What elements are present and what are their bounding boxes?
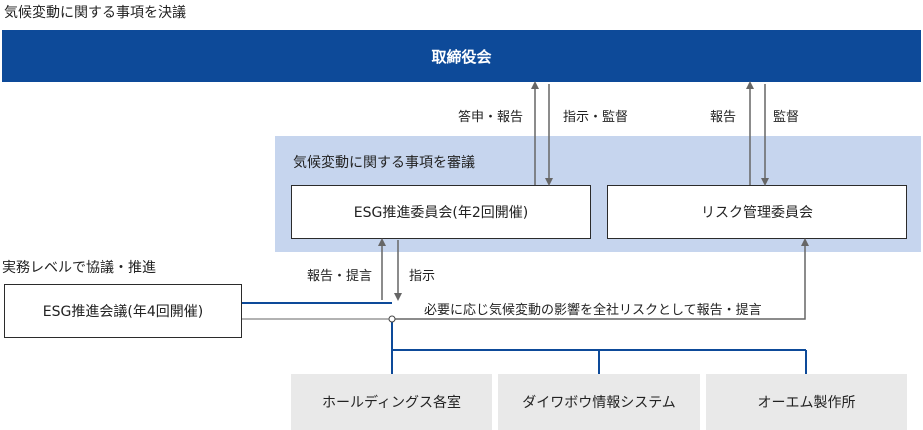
decide-section-title: 気候変動に関する事項を決議 [4, 5, 186, 21]
esg-council-label: ESG推進会議(年4回開催) [42, 304, 204, 320]
supervise-label: 監督 [773, 110, 800, 125]
risk-committee-label: リスク管理委員会 [701, 205, 813, 221]
instruct-label: 指示 [409, 269, 436, 284]
review-section-title: 気候変動に関する事項を審議 [293, 155, 475, 171]
unit-daiwabo-info-box: ダイワボウ情報システム [498, 374, 700, 430]
instruct-supervise-label: 指示・監督 [563, 110, 629, 125]
esg-committee-box: ESG推進委員会(年2回開催) [291, 185, 591, 239]
risk-report-label: 必要に応じ気候変動の影響を全社リスクとして報告・提言 [424, 303, 762, 318]
unit-om-works-label: オーエム製作所 [757, 395, 856, 411]
risk-committee-box: リスク管理委員会 [607, 185, 907, 239]
report-propose-label: 報告・提言 [307, 269, 373, 284]
unit-holdings-box: ホールディングス各室 [291, 374, 492, 430]
unit-daiwabo-info-label: ダイワボウ情報システム [522, 395, 676, 411]
junction-dot [388, 315, 396, 323]
esg-committee-label: ESG推進委員会(年2回開催) [353, 205, 529, 221]
unit-om-works-box: オーエム製作所 [706, 374, 907, 430]
report-answer-label: 答申・報告 [458, 110, 524, 125]
practical-section-title: 実務レベルで協議・推進 [2, 260, 156, 276]
board-of-directors-box: 取締役会 [2, 30, 921, 82]
board-label: 取締役会 [431, 47, 492, 66]
esg-council-box: ESG推進会議(年4回開催) [4, 284, 242, 338]
report-label: 報告 [710, 110, 737, 125]
unit-holdings-label: ホールディングス各室 [321, 395, 462, 411]
arrow-risk-report [392, 238, 809, 320]
